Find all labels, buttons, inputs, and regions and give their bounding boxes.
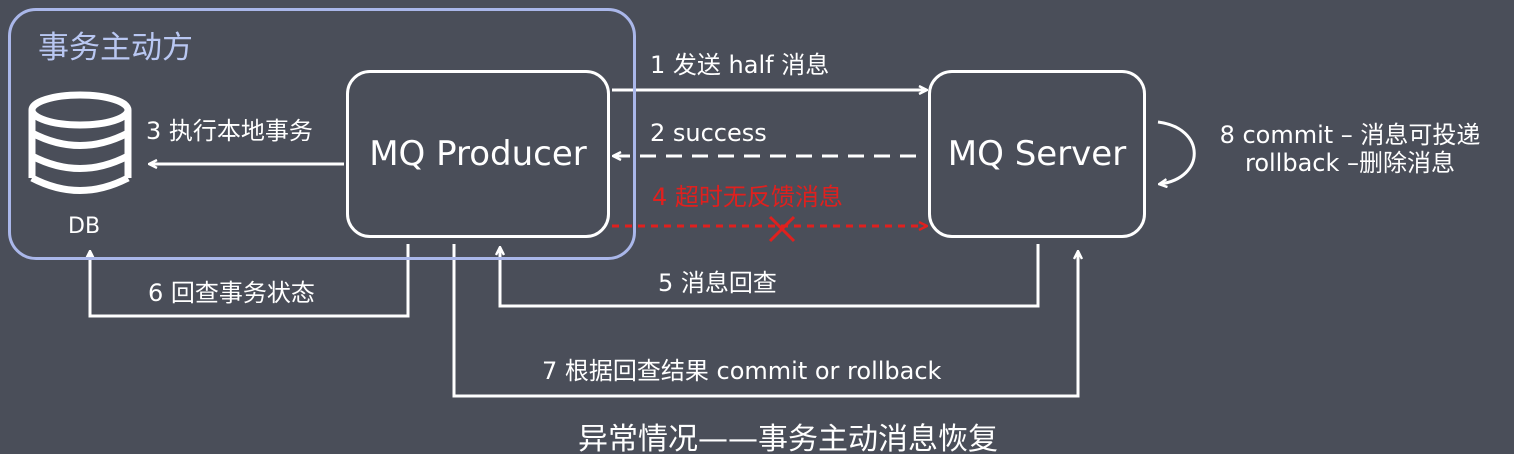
- mq-producer-label: MQ Producer: [369, 134, 587, 174]
- db-label: DB: [68, 214, 101, 239]
- step-8-line-2: rollback –删除消息: [1244, 148, 1456, 177]
- step-2-label: 2 success: [650, 119, 767, 147]
- mq-server-label: MQ Server: [947, 134, 1127, 174]
- step-5-label: 5 消息回查: [658, 269, 777, 297]
- arrow-check-tx-status: [90, 244, 410, 318]
- database-icon: [28, 91, 132, 194]
- diagram-caption: 异常情况——事务主动消息恢复: [578, 422, 998, 454]
- step-6-label: 6 回查事务状态: [148, 279, 315, 307]
- step-4-label: 4 超时无反馈消息: [652, 183, 843, 211]
- arrow-commit-rollback: [452, 244, 1078, 398]
- step-3-label: 3 执行本地事务: [146, 117, 313, 145]
- mq-producer-node: MQ Producer: [346, 70, 610, 238]
- timeout-cross-icon: [768, 215, 796, 243]
- initiator-group: [8, 8, 636, 260]
- group-title: 事务主动方: [38, 30, 193, 66]
- step-8-line-1: 8 commit – 消息可投递: [1219, 121, 1481, 149]
- step-7-label: 7 根据回查结果 commit or rollback: [542, 357, 942, 385]
- arrow-msg-check: [500, 244, 1040, 308]
- step-8-label: 8 commit – 消息可投递 rollback –删除消息: [1200, 121, 1500, 177]
- mq-server-node: MQ Server: [928, 70, 1146, 238]
- arrow-self-commit: [1158, 120, 1196, 184]
- step-1-label: 1 发送 half 消息: [650, 51, 830, 79]
